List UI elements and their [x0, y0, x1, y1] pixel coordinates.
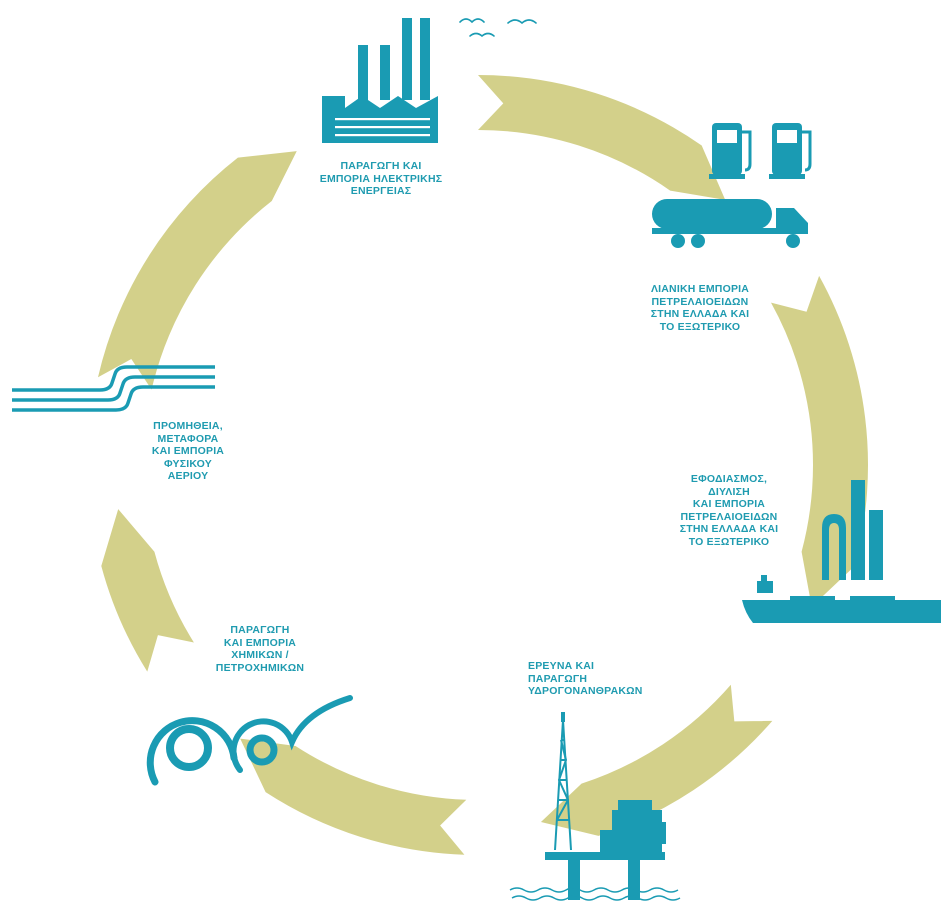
label-line: ΜΕΤΑΦΟΡΑ: [157, 432, 219, 445]
tanker-truck-icon: [652, 199, 808, 248]
cycle-arrow-segment: [478, 75, 726, 200]
label-line: ΦΥΣΙΚΟΥ: [164, 457, 212, 470]
label-line: ΕΜΠΟΡΙΑ ΗΛΕΚΤΡΙΚΗΣ: [319, 172, 443, 185]
label-line: ΠΕΤΡΕΛΑΙΟΕΙΔΩΝ: [651, 295, 749, 308]
cycle-arrow-segment: [97, 151, 297, 390]
offshore-platform-icon: [509, 712, 681, 901]
label-line: ΠΑΡΑΓΩΓΗ ΚΑΙ: [340, 160, 422, 172]
label-line: ΤΟ ΕΞΩΤΕΡΙΚΟ: [659, 320, 741, 333]
label-exploration: ΕΡΕΥΝΑ ΚΑΙ ΠΑΡΑΓΩΓΗ ΥΔΡΟΓΟΝΑΝΘΡΑΚΩΝ: [528, 660, 643, 698]
plastic-film-rolls-icon: [146, 695, 353, 786]
label-line: ΕΡΕΥΝΑ ΚΑΙ: [528, 660, 595, 672]
label-line: ΚΑΙ ΕΜΠΟΡΙΑ: [692, 498, 766, 510]
cycle-arrow-segment: [540, 684, 773, 836]
label-chemicals: ΠΑΡΑΓΩΓΗ ΚΑΙ ΕΜΠΟΡΙΑ ΧΗΜΙΚΩΝ / ΠΕΤΡΟΧΗΜΙ…: [205, 624, 315, 674]
label-line: ΣΤΗΝ ΕΛΛΑΔΑ ΚΑΙ: [679, 523, 779, 535]
label-line: ΣΤΗΝ ΕΛΛΑΔΑ ΚΑΙ: [650, 308, 750, 320]
label-refining: ΕΦΟΔΙΑΣΜΟΣ, ΔΙΥΛΙΣΗ ΚΑΙ ΕΜΠΟΡΙΑ ΠΕΤΡΕΛΑΙ…: [664, 473, 794, 548]
label-line: ΠΡΟΜΗΘΕΙΑ,: [153, 420, 223, 432]
cycle-arcs: [97, 75, 868, 855]
label-retail: ΛΙΑΝΙΚΗ ΕΜΠΟΡΙΑ ΠΕΤΡΕΛΑΙΟΕΙΔΩΝ ΣΤΗΝ ΕΛΛΑ…: [640, 283, 760, 333]
gas-pipelines-icon: [12, 365, 215, 412]
label-line: ΠΕΤΡΟΧΗΜΙΚΩΝ: [215, 661, 305, 674]
label-line: ΠΑΡΑΓΩΓΗ: [230, 624, 290, 636]
label-line: ΛΙΑΝΙΚΗ ΕΜΠΟΡΙΑ: [650, 283, 750, 295]
label-line: ΠΑΡΑΓΩΓΗ: [528, 672, 588, 685]
cycle-arrow-segment: [240, 738, 467, 855]
birds-icon: [459, 18, 537, 38]
label-line: ΚΑΙ ΕΜΠΟΡΙΑ: [223, 636, 297, 649]
label-gas: ΠΡΟΜΗΘΕΙΑ, ΜΕΤΑΦΟΡΑ ΚΑΙ ΕΜΠΟΡΙΑ ΦΥΣΙΚΟΥ …: [128, 420, 248, 483]
power-plant-icon: [322, 18, 438, 143]
label-line: ΕΝΕΡΓΕΙΑΣ: [350, 185, 412, 197]
fuel-pump-icon: [709, 123, 812, 179]
label-line: ΚΑΙ ΕΜΠΟΡΙΑ: [151, 445, 225, 457]
label-line: ΕΦΟΔΙΑΣΜΟΣ,: [690, 473, 768, 485]
tanker-ship-icon: [742, 575, 941, 623]
cycle-arrow-segment: [101, 509, 194, 672]
label-line: ΑΕΡΙΟΥ: [167, 470, 209, 482]
label-line: ΔΙΥΛΙΣΗ: [708, 485, 750, 498]
label-line: ΧΗΜΙΚΩΝ /: [231, 649, 289, 661]
label-line: ΥΔΡΟΓΟΝΑΝΘΡΑΚΩΝ: [528, 685, 643, 697]
label-line: ΠΕΤΡΕΛΑΙΟΕΙΔΩΝ: [680, 510, 778, 523]
label-electricity: ΠΑΡΑΓΩΓΗ ΚΑΙ ΕΜΠΟΡΙΑ ΗΛΕΚΤΡΙΚΗΣ ΕΝΕΡΓΕΙΑ…: [296, 160, 466, 198]
refinery-icon: [822, 480, 883, 580]
label-line: ΤΟ ΕΞΩΤΕΡΙΚΟ: [688, 535, 770, 548]
